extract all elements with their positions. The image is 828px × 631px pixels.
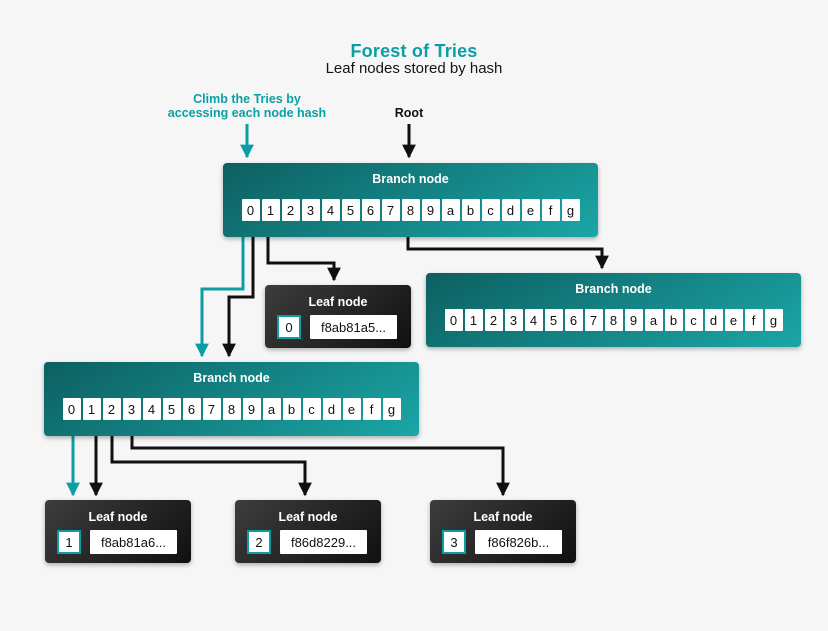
branch-cell: 9 <box>242 398 261 420</box>
branch-cell: a <box>262 398 281 420</box>
branch-node-label: Branch node <box>193 371 270 385</box>
branch-cell: e <box>521 199 540 221</box>
annotation-climb: Climb the Tries by accessing each node h… <box>132 92 362 120</box>
branch-cell: 7 <box>202 398 221 420</box>
branch-node-left: Branch node 0 1 2 3 4 5 6 7 8 9 a b c d … <box>44 362 419 436</box>
branch-cell: 3 <box>301 199 320 221</box>
branch-cell: 0 <box>241 199 260 221</box>
branch-cell: 4 <box>142 398 161 420</box>
branch-cell: 9 <box>421 199 440 221</box>
leaf-node-label: Leaf node <box>473 510 533 524</box>
branch-cell: c <box>481 199 500 221</box>
branch-cell: f <box>362 398 381 420</box>
branch-cell-row: 0 1 2 3 4 5 6 7 8 9 a b c d e f g <box>44 398 419 420</box>
branch-cell: b <box>461 199 480 221</box>
branch-cell: e <box>724 309 743 331</box>
leaf-node-label: Leaf node <box>278 510 338 524</box>
leaf-hash-value: f8ab81a5... <box>310 315 397 339</box>
branch-node-top: Branch node 0 1 2 3 4 5 6 7 8 9 a b c d … <box>223 163 598 237</box>
branch-cell-row: 0 1 2 3 4 5 6 7 8 9 a b c d e f g <box>223 199 598 221</box>
branch-cell-row: 0 1 2 3 4 5 6 7 8 9 a b c d e f g <box>426 309 801 331</box>
leaf-hash-value: f8ab81a6... <box>90 530 177 554</box>
branch-cell: 1 <box>82 398 101 420</box>
leaf-node-label: Leaf node <box>88 510 148 524</box>
branch-cell: e <box>342 398 361 420</box>
leaf-node-label: Leaf node <box>308 295 368 309</box>
connector-top-cell0-to-branch-left-teal <box>195 225 245 358</box>
leaf-node-1: Leaf node 1 f8ab81a6... <box>45 500 191 563</box>
branch-cell: g <box>382 398 401 420</box>
leaf-node-row: 0 f8ab81a5... <box>277 315 397 339</box>
branch-cell: 1 <box>261 199 280 221</box>
leaf-node-row: 3 f86f826b... <box>442 530 562 554</box>
branch-node-right: Branch node 0 1 2 3 4 5 6 7 8 9 a b c d … <box>426 273 801 347</box>
branch-cell: 4 <box>524 309 543 331</box>
leaf-hash-value: f86d8229... <box>280 530 367 554</box>
leaf-node-row: 1 f8ab81a6... <box>57 530 177 554</box>
leaf-node-row: 2 f86d8229... <box>247 530 367 554</box>
branch-cell: c <box>302 398 321 420</box>
branch-cell: b <box>664 309 683 331</box>
branch-cell: d <box>704 309 723 331</box>
branch-cell: f <box>744 309 763 331</box>
branch-cell: 8 <box>604 309 623 331</box>
branch-cell: 6 <box>564 309 583 331</box>
branch-cell: 1 <box>464 309 483 331</box>
branch-cell: 3 <box>504 309 523 331</box>
leaf-hash-value: f86f826b... <box>475 530 562 554</box>
page-subtitle: Leaf nodes stored by hash <box>325 60 503 77</box>
connector-top-cell0-to-branch-left <box>222 223 255 358</box>
branch-node-label: Branch node <box>372 172 449 186</box>
branch-cell: d <box>501 199 520 221</box>
branch-cell: 7 <box>381 199 400 221</box>
branch-cell: 2 <box>281 199 300 221</box>
branch-cell: 5 <box>544 309 563 331</box>
branch-cell: 0 <box>62 398 81 420</box>
branch-node-label: Branch node <box>575 282 652 296</box>
branch-cell: d <box>322 398 341 420</box>
branch-cell: 8 <box>401 199 420 221</box>
leaf-index-cell: 1 <box>57 530 81 554</box>
branch-cell: 5 <box>341 199 360 221</box>
branch-cell: 0 <box>444 309 463 331</box>
leaf-node-3: Leaf node 3 f86f826b... <box>430 500 576 563</box>
leaf-index-cell: 2 <box>247 530 271 554</box>
branch-cell: g <box>561 199 580 221</box>
leaf-node-0: Leaf node 0 f8ab81a5... <box>265 285 411 348</box>
leaf-node-2: Leaf node 2 f86d8229... <box>235 500 381 563</box>
branch-cell: a <box>644 309 663 331</box>
branch-cell: 6 <box>361 199 380 221</box>
annotation-climb-line1: Climb the Tries by <box>193 92 301 106</box>
leaf-index-cell: 3 <box>442 530 466 554</box>
branch-cell: 5 <box>162 398 181 420</box>
annotation-climb-line2: accessing each node hash <box>167 106 327 120</box>
page-title: Forest of Tries <box>350 41 478 61</box>
branch-cell: 6 <box>182 398 201 420</box>
leaf-index-cell: 0 <box>277 315 301 339</box>
branch-cell: 8 <box>222 398 241 420</box>
branch-cell: 4 <box>321 199 340 221</box>
branch-cell: g <box>764 309 783 331</box>
branch-cell: 2 <box>102 398 121 420</box>
branch-cell: 9 <box>624 309 643 331</box>
branch-cell: c <box>684 309 703 331</box>
branch-cell: f <box>541 199 560 221</box>
branch-cell: 2 <box>484 309 503 331</box>
annotation-root: Root <box>394 106 424 120</box>
branch-cell: b <box>282 398 301 420</box>
branch-cell: 3 <box>122 398 141 420</box>
branch-cell: 7 <box>584 309 603 331</box>
branch-cell: a <box>441 199 460 221</box>
